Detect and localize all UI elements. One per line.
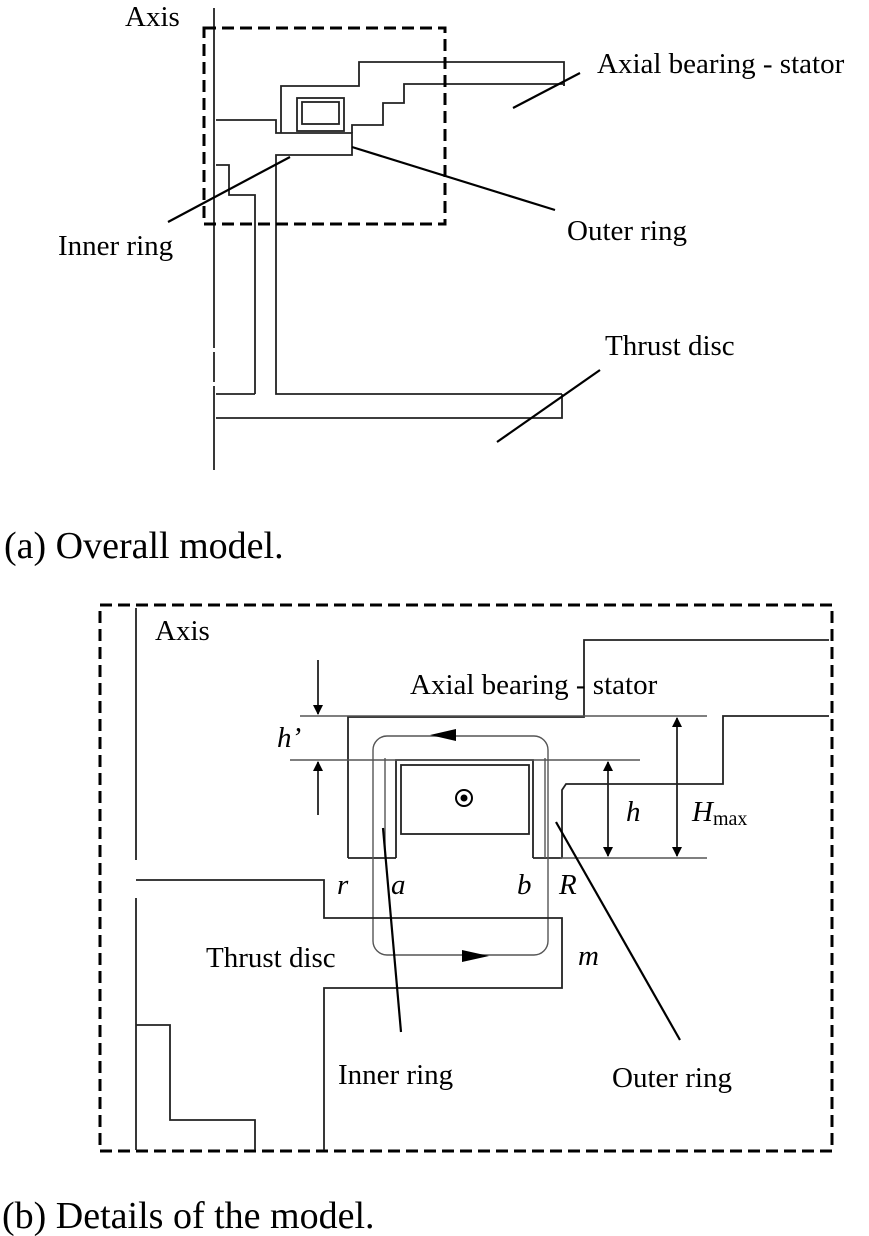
inner-ring-leader	[167, 156, 291, 223]
detail-outer-ring-label: Outer ring	[612, 1062, 732, 1094]
stator-inner-step	[351, 83, 565, 133]
thrust-disc-label: Thrust disc	[605, 330, 735, 362]
stator-outline	[280, 61, 565, 133]
detail-shaft	[136, 1024, 256, 1150]
detail-stator-label: Axial bearing - stator	[410, 669, 658, 701]
detail-outer-ring-leader	[555, 821, 681, 1041]
flux-arrow-top	[430, 729, 456, 741]
coil-box	[400, 764, 530, 835]
detail-thrust-disc-label: Thrust disc	[206, 942, 336, 974]
bearing-coil-box	[296, 97, 345, 132]
r-label: r	[337, 869, 349, 901]
detail-thrust-disc	[136, 879, 563, 1150]
current-dot	[460, 794, 468, 802]
flux-arrow-bottom	[462, 950, 489, 962]
hmax-label: H	[691, 796, 715, 828]
stator-leader	[512, 72, 581, 109]
thrust-disc-shape	[216, 393, 563, 419]
h-label: h	[626, 796, 641, 828]
axis-label: Axis	[125, 1, 180, 33]
detail-axis-label: Axis	[155, 615, 210, 647]
hprime-label: h’	[277, 722, 301, 754]
hmax-subscript: max	[713, 808, 747, 830]
stator-label: Axial bearing - stator	[597, 48, 845, 80]
thrust-disc-leader	[496, 369, 601, 443]
shaft-shape	[216, 164, 256, 394]
flux-loop	[372, 735, 549, 956]
caption-a: (a) Overall model.	[4, 525, 284, 567]
overall-model: Axis Axial bearing - stator Outer ring I…	[4, 1, 845, 567]
detail-inner-ring-leader	[381, 827, 403, 1033]
detail-model: Axis Axial bearing - stator h’ h H max r…	[2, 603, 834, 1236]
R-label: R	[558, 869, 577, 901]
outer-ring-label: Outer ring	[567, 215, 687, 247]
b-label: b	[517, 869, 532, 901]
detail-stator-step	[561, 715, 829, 858]
outer-ring-leader	[351, 145, 556, 212]
m-label: m	[578, 940, 599, 972]
detail-inner-ring-label: Inner ring	[338, 1059, 453, 1091]
detail-stator-outline	[347, 639, 829, 858]
coil-cavity	[395, 759, 534, 858]
inner-ring-label: Inner ring	[58, 230, 173, 262]
current-dot-ring	[455, 789, 473, 807]
bearing-coil-inner	[301, 101, 340, 125]
detail-frame-b	[98, 603, 834, 1153]
a-label: a	[391, 869, 406, 901]
detail-frame-a	[202, 26, 447, 226]
outer-ring-shape	[216, 119, 562, 395]
caption-b: (b) Details of the model.	[2, 1195, 375, 1236]
